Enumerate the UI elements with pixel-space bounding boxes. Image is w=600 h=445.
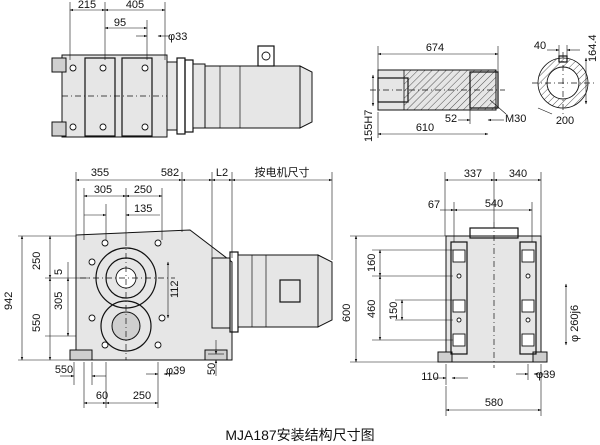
dim-200: 200 <box>556 115 574 127</box>
dim-600: 600 <box>341 304 353 322</box>
dim-674: 674 <box>426 42 444 54</box>
side-view-housing <box>437 222 548 368</box>
side-view: 337 340 67 540 600 160 460 150 φ 260 <box>341 168 581 416</box>
dim-355: 355 <box>91 167 109 179</box>
dim-164-4: 164.4 <box>587 34 599 62</box>
dim-135: 135 <box>134 203 152 215</box>
dim-580: 580 <box>485 397 503 409</box>
top-view-gearbox <box>51 54 168 138</box>
top-view-adapter <box>166 57 206 135</box>
dim-60: 60 <box>96 390 108 402</box>
dim-50-right: 50 <box>206 363 218 375</box>
dim-67: 67 <box>428 199 440 211</box>
shaft-detail-dimensions: 674 155H7 52 610 M30 <box>363 42 526 142</box>
dim-540: 540 <box>485 198 503 210</box>
dim-112: 112 <box>169 280 181 298</box>
dim-side-hole-39: φ39 <box>536 369 555 381</box>
top-view-motor <box>204 45 313 129</box>
dim-250-left: 250 <box>31 252 43 270</box>
dim-942: 942 <box>3 292 15 310</box>
dim-150: 150 <box>388 302 400 320</box>
side-view-dimensions: 337 340 67 540 600 160 460 150 φ 260 <box>341 168 581 416</box>
dim-5: 5 <box>53 269 65 275</box>
dim-160: 160 <box>366 254 378 272</box>
dim-250-bottom: 250 <box>133 390 151 402</box>
front-view: 355 582 L2 按电机尺寸 305 250 135 942 250 5 <box>3 165 333 408</box>
dim-305-left: 305 <box>53 292 65 310</box>
top-view: 215 405 95 φ33 <box>51 0 313 138</box>
dim-215: 215 <box>78 0 96 11</box>
shaft-detail: 674 155H7 52 610 M30 <box>363 42 526 142</box>
shaft-section: 40 164.4 200 <box>532 34 599 127</box>
dim-340: 340 <box>509 168 527 180</box>
dim-m30: M30 <box>505 113 526 125</box>
dim-582: 582 <box>161 167 179 179</box>
dim-110: 110 <box>421 371 439 383</box>
dim-motor-size: 按电机尺寸 <box>255 165 310 179</box>
dim-337: 337 <box>464 168 482 180</box>
dim-hole-39: φ39 <box>166 365 185 377</box>
dim-610: 610 <box>416 122 434 134</box>
top-view-dimensions: 215 405 95 φ33 <box>69 0 187 60</box>
drawing-caption: MJA187安装结构尺寸图 <box>225 427 374 443</box>
dim-155h7: 155H7 <box>363 110 375 142</box>
front-view-gearbox <box>69 229 233 361</box>
dim-550: 550 <box>31 314 43 332</box>
dim-shaft-260j6: φ 260j6 <box>569 305 581 342</box>
dim-40: 40 <box>534 40 546 52</box>
dim-250-top: 250 <box>134 184 152 196</box>
front-view-adapter <box>211 251 239 333</box>
dim-52: 52 <box>445 113 457 125</box>
front-view-dimensions: 355 582 L2 按电机尺寸 305 250 135 942 250 5 <box>3 165 333 408</box>
dim-hole-33: φ33 <box>168 31 187 43</box>
shaft-section-dimensions: 40 164.4 200 <box>534 34 599 127</box>
dim-460: 460 <box>366 300 378 318</box>
dim-305-top: 305 <box>94 184 112 196</box>
dim-95: 95 <box>114 17 126 29</box>
dim-l2: L2 <box>216 167 228 179</box>
dim-405: 405 <box>126 0 144 11</box>
front-view-motor <box>237 254 333 328</box>
dim-50-bottom: 550 <box>55 364 73 376</box>
